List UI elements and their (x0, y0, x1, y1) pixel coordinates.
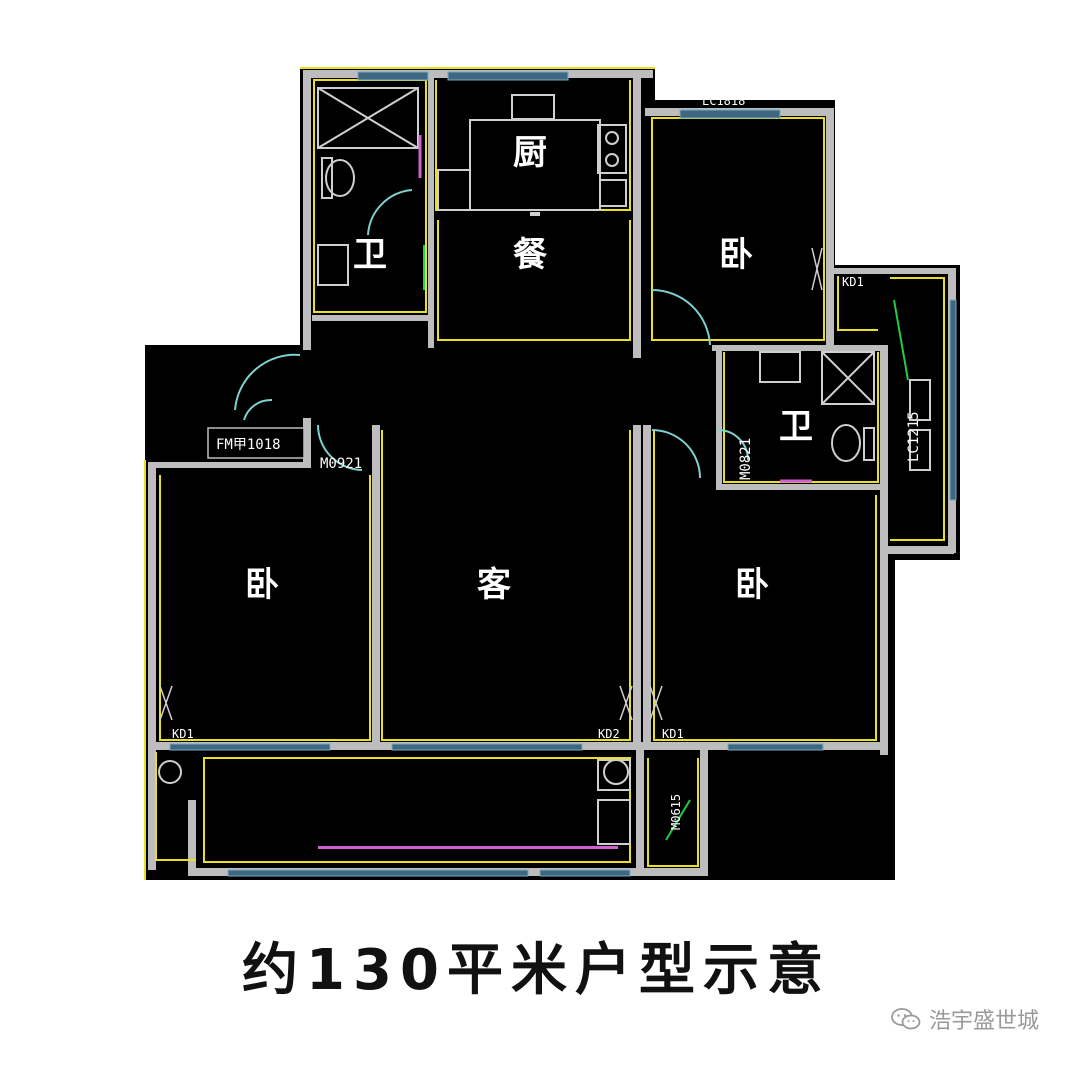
door-swings (234, 189, 749, 479)
tag-window-right: LC1215 (906, 411, 922, 462)
entrance-threshold (530, 212, 540, 216)
tag-kd-center: KD2 (598, 727, 620, 741)
fixtures (158, 87, 931, 845)
radiators (418, 135, 812, 483)
floor-plan: 厨 餐 卫 卧 卫 卧 客 卧 FM甲1018 M0921 M0821 LC12… (144, 67, 960, 880)
tag-top-window: LC1818 (702, 94, 745, 108)
sliding-door-strip (318, 846, 618, 849)
tag-kd-left: KD1 (172, 727, 194, 741)
entry-door-tag-box (207, 427, 305, 459)
plan-caption: 约130平米户型示意 (242, 938, 831, 1003)
wechat-icon (891, 1008, 921, 1030)
room-label-bed-top-right: 卧 (719, 235, 753, 275)
room-label-bed-bottom-right: 卧 (735, 565, 769, 605)
room-label-bath-top-left: 卫 (353, 235, 387, 275)
tag-door-bath-right: M0821 (738, 438, 754, 480)
tag-door-left: M0921 (320, 456, 362, 472)
room-labels: 厨 餐 卫 卧 卫 卧 客 卧 (245, 133, 813, 605)
green-lines (423, 245, 909, 841)
tag-door-balcony: M0615 (669, 794, 683, 830)
tag-kd-top-right: KD1 (842, 275, 864, 289)
room-label-dining: 餐 (513, 235, 547, 275)
room-label-living: 客 (477, 565, 511, 605)
watermark-text: 浩宇盛世城 (928, 1009, 1039, 1034)
tag-entry-door: FM甲1018 (216, 437, 281, 453)
tag-kd-right: KD1 (662, 727, 684, 741)
room-label-bed-left: 卧 (245, 565, 279, 605)
room-label-kitchen: 厨 (513, 133, 547, 173)
closet-marks (159, 247, 823, 721)
watermark: 浩宇盛世城 (891, 1003, 1039, 1035)
windows (169, 71, 957, 877)
room-label-bath-right: 卫 (779, 407, 813, 447)
cad-tags: FM甲1018 M0921 M0821 LC1215 KD1 KD2 KD1 K… (172, 94, 922, 830)
